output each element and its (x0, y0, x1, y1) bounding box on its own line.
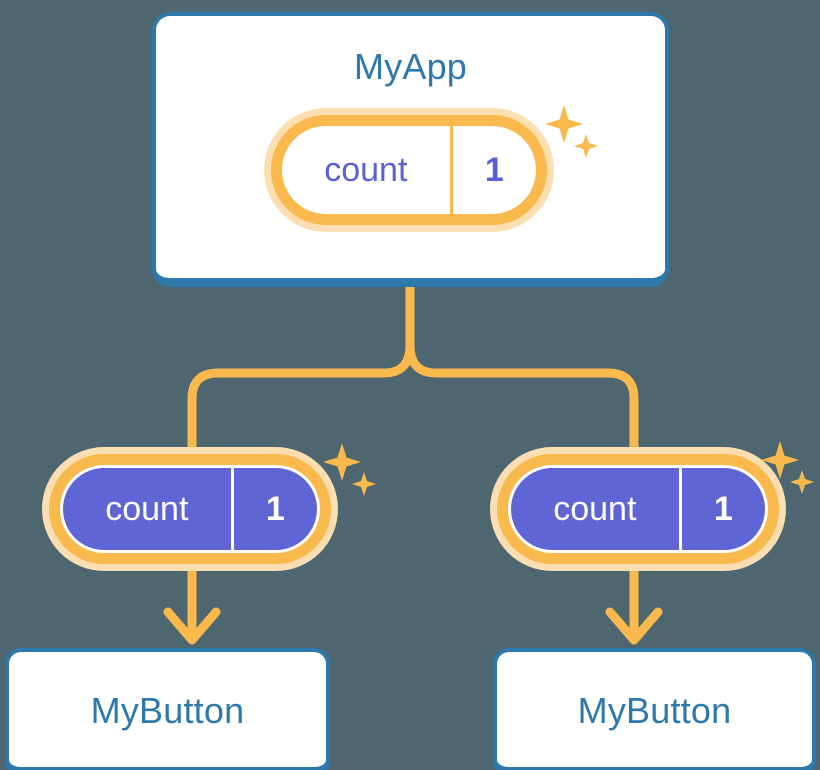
sparkle-small-icon (790, 470, 814, 494)
state-key-label: count (553, 490, 637, 528)
component-title-mybutton-left: MyButton (90, 690, 245, 731)
state-pill-root[interactable]: count 1 (264, 108, 554, 232)
state-key-label: count (105, 490, 189, 528)
pill-body: count 1 (508, 465, 768, 553)
state-value-label: 1 (678, 468, 765, 550)
connector-branch-right (405, 340, 639, 452)
component-card-mybutton-left[interactable]: MyButton (5, 648, 330, 770)
component-title-mybutton-right: MyButton (577, 690, 732, 731)
arrow-head-right (605, 607, 663, 645)
state-pill-child-left[interactable]: count 1 (42, 447, 338, 571)
component-card-mybutton-right[interactable]: MyButton (493, 648, 816, 770)
pill-body: count 1 (282, 126, 536, 214)
state-value-label: 1 (449, 126, 536, 214)
state-pill-child-right[interactable]: count 1 (490, 447, 786, 571)
component-title-myapp: MyApp (353, 46, 468, 87)
state-key-label: count (324, 151, 408, 189)
state-value-label: 1 (230, 468, 317, 550)
connector-branch-left (187, 340, 415, 452)
arrow-head-left (163, 607, 221, 645)
pill-body: count 1 (60, 465, 320, 553)
sparkle-small-icon (352, 472, 376, 496)
